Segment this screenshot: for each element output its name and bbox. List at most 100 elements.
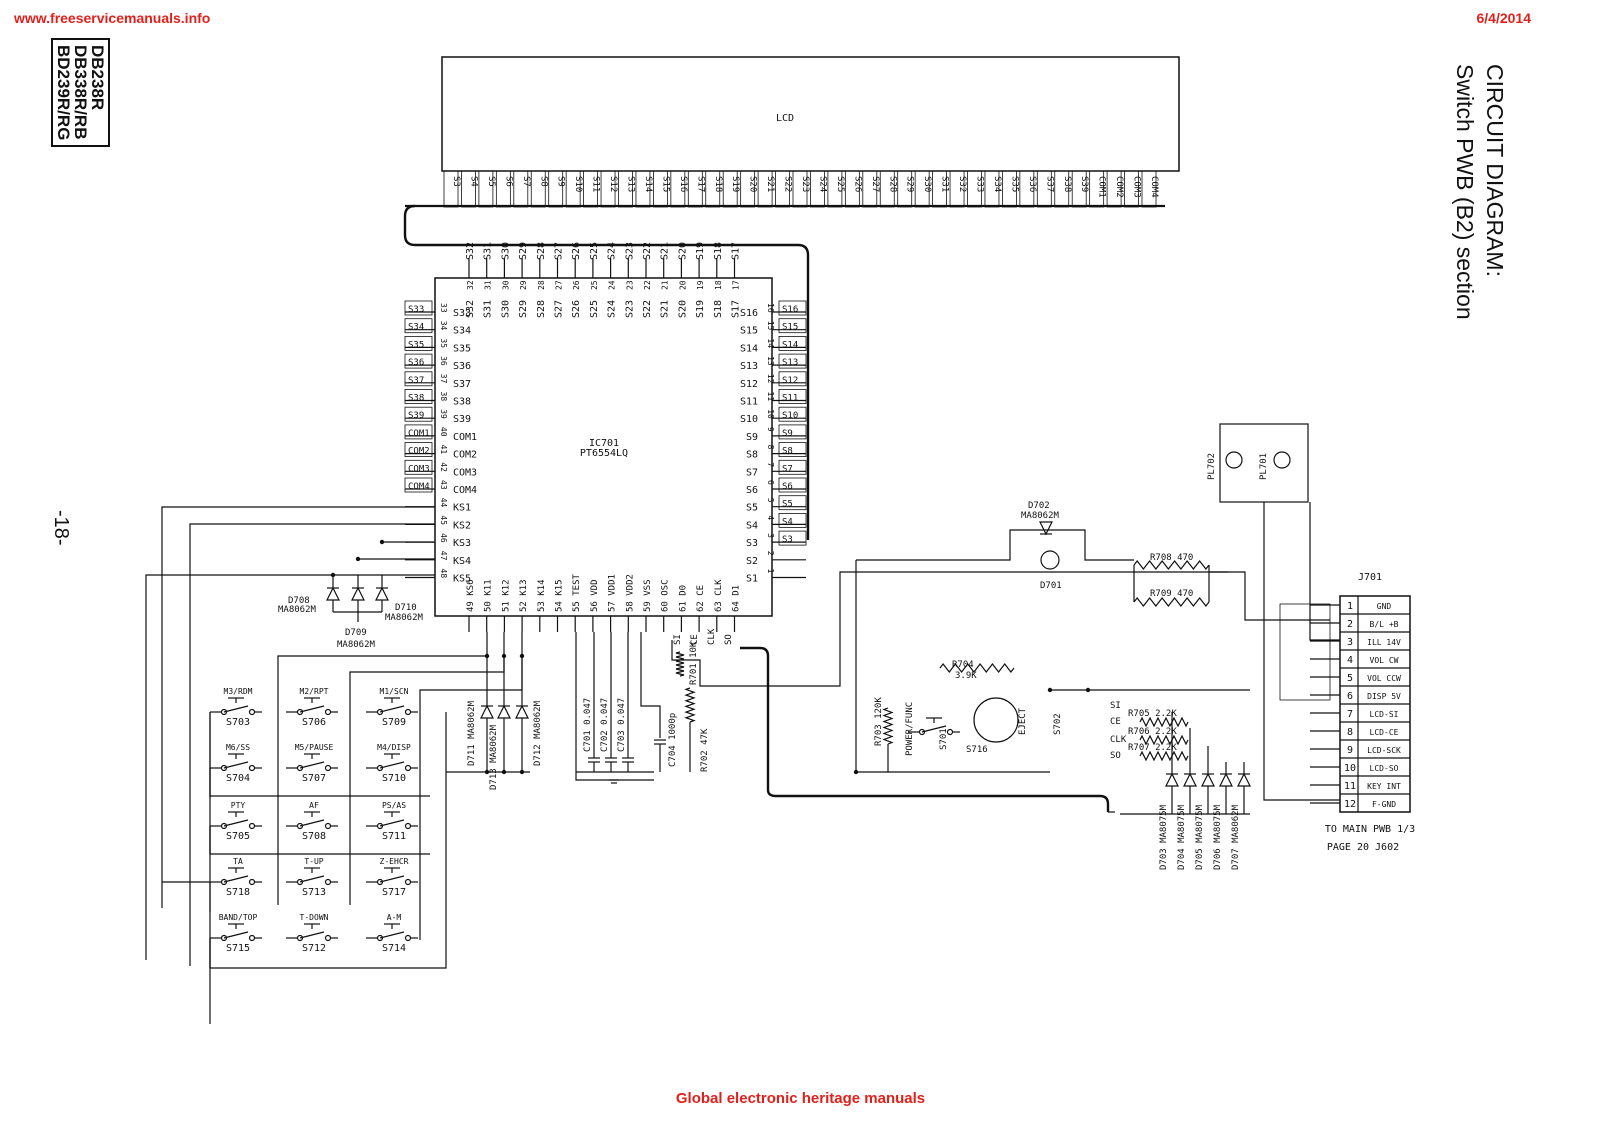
lamp-wire: [1309, 502, 1340, 641]
switch-terminal: [324, 708, 332, 716]
connector-pin-number: 3: [1347, 637, 1353, 648]
ic-left-pin-name: KS2: [453, 520, 471, 531]
switch-terminal: [324, 934, 332, 942]
switch-label: TA: [233, 857, 243, 866]
zener-d702: [1039, 521, 1053, 536]
switch-ref: S702: [1053, 713, 1063, 735]
ic-top-net-label: S29: [518, 242, 529, 260]
ic-bottom-pin-label: 56 VDD: [590, 579, 600, 612]
switch-label: M3/RDM: [224, 687, 253, 696]
ic-top-net-label: S22: [642, 242, 653, 260]
lcd-pin-label: S23: [800, 176, 810, 192]
lcd-panel: [441, 56, 1180, 172]
clamp-diode: [1201, 772, 1215, 787]
switch-terminal: [404, 934, 412, 942]
ic-left-net-label: COM4: [408, 482, 430, 492]
lcd-pin-label: S11: [591, 176, 601, 192]
ic-right-net-cell: [778, 353, 807, 369]
resistor-r703: [882, 707, 894, 745]
clamp-diode: [1183, 772, 1197, 787]
connector-pin-number: 12: [1344, 799, 1356, 810]
ic-top-net-label: S18: [713, 242, 724, 260]
ic-top-pin-number: 31: [484, 280, 493, 290]
ic-right-net-label: S11: [782, 394, 798, 404]
lcd-label: LCD: [776, 113, 794, 124]
ic-bus-label: CE: [690, 634, 700, 645]
ic-right-pin-name: S9: [746, 432, 758, 443]
lcd-pin-label: S27: [870, 176, 880, 192]
diode-label: D711 MA8062M: [467, 700, 477, 766]
clamp-diode: [1165, 772, 1179, 787]
ic-right-net-cell: [778, 371, 807, 387]
ic-top-pin-number: 24: [608, 280, 617, 290]
switch-terminal: [324, 764, 332, 772]
diode-ref: D708: [288, 596, 310, 606]
ic-right-net-cell: [778, 335, 807, 351]
diode-label: D713 MA8062M: [489, 724, 499, 790]
ic-bottom-pin-label: 49 KS6: [466, 579, 476, 612]
capacitor-label: C702 0.047: [600, 698, 610, 752]
diode-part: MA8062M: [278, 605, 317, 615]
lcd-pin-label: S5: [486, 176, 496, 187]
switch-terminal: [248, 764, 256, 772]
site-url[interactable]: www.freeservicemanuals.info: [14, 10, 211, 26]
ic-right-pin-number: 3: [766, 533, 775, 538]
ic-left-net-label: COM2: [408, 447, 430, 457]
ic-left-net-cell: [404, 300, 433, 316]
junction-dot: [1085, 687, 1091, 693]
lcd-pin-label: S13: [626, 176, 636, 192]
lcd-pin-label: S10: [573, 176, 583, 192]
switch-contact: [299, 761, 325, 769]
switch-contact: [223, 819, 249, 827]
ic-left-pin-number: 40: [439, 427, 448, 437]
switch-terminal: [404, 822, 412, 830]
ic-right-pin-number: 10: [766, 409, 775, 419]
ic-right-pin-name: S13: [740, 361, 758, 372]
lcd-pin-label: S34: [992, 176, 1002, 192]
ic-left-pin-number: 35: [439, 338, 448, 348]
ic-left-pin-number: 43: [439, 480, 448, 490]
ic-top-net-label: S17: [731, 242, 742, 260]
ic-left-net-label: COM3: [408, 464, 430, 474]
lcd-pin-label: COM2: [1114, 176, 1124, 198]
ic-right-pin-name: S7: [746, 467, 758, 478]
key-row-bus: [209, 712, 447, 969]
ic-top-pin-number: 29: [519, 280, 528, 290]
si-line: [671, 571, 1228, 687]
resistor-label: R701 10K: [689, 641, 699, 685]
switch-label: M6/SS: [226, 743, 250, 752]
ic-left-pin-name: COM1: [453, 432, 477, 443]
ic-top-pin-name: S19: [695, 300, 706, 318]
encoder-s716: [973, 697, 1019, 743]
key-diode: [480, 704, 494, 719]
switch-contact: [299, 875, 325, 883]
ic-left-net-cell: [404, 318, 433, 334]
resistor-r704: [939, 663, 1015, 673]
connector-pin-number: 6: [1347, 691, 1353, 702]
switch-label: EJECT: [1018, 707, 1028, 735]
lcd-pin-label: S33: [975, 176, 985, 192]
ic-right-net-label: S7: [782, 464, 793, 474]
ic-top-net-label: S28: [536, 242, 547, 260]
ic-left-net-label: S33: [408, 305, 424, 315]
ic-top-net-label: S19: [695, 242, 706, 260]
switch-label: POWER/FUNC: [905, 702, 915, 756]
ic-left-net-label: S37: [408, 376, 424, 386]
ic-right-net-label: S12: [782, 376, 798, 386]
switch-contact: [379, 931, 405, 939]
ic-right-pin-number: 9: [766, 427, 775, 432]
resistor-label: R702 47K: [700, 728, 710, 772]
connector-pin-number: 2: [1347, 619, 1353, 630]
ic-top-net-label: S31: [483, 242, 494, 260]
connector-pin-label: GND: [1377, 602, 1392, 611]
ic-left-pin-number: 44: [439, 498, 448, 508]
ic-top-pin-name: S25: [589, 300, 600, 318]
switch-terminal: [248, 708, 256, 716]
switch-ref: S706: [302, 717, 326, 728]
ic-top-net-label: S25: [589, 242, 600, 260]
lcd-pin-label: S31: [940, 176, 950, 192]
lcd-pin-label: S26: [852, 176, 862, 192]
ic-left-pin-name: KS3: [453, 538, 471, 549]
led-d701: [1040, 550, 1060, 570]
clamp-diode-label: D704 MA8075M: [1177, 804, 1187, 870]
